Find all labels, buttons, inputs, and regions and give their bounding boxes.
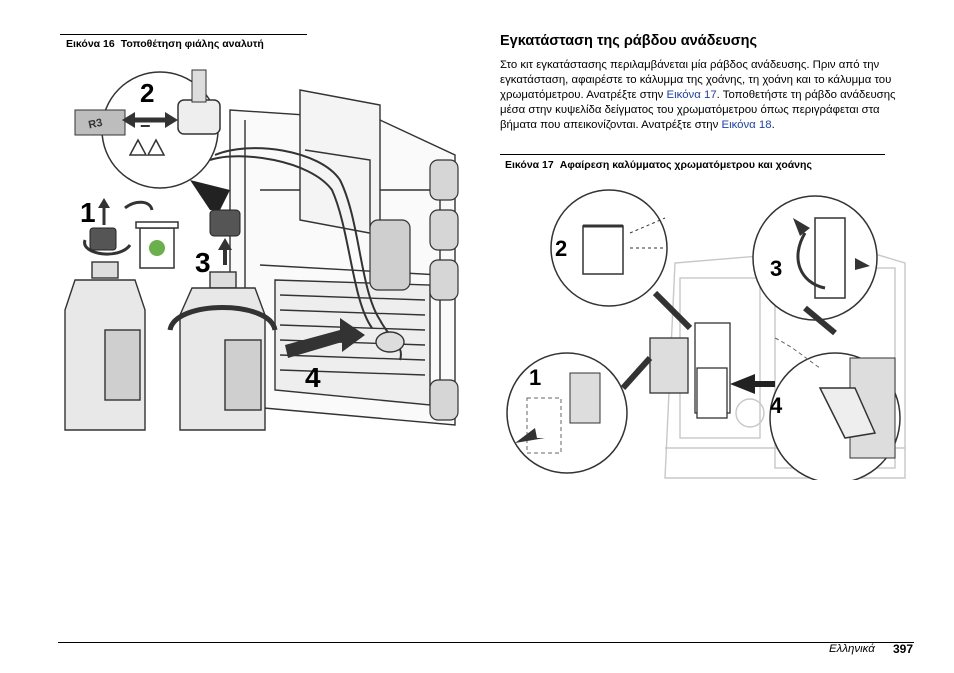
insert-arrow — [285, 318, 365, 358]
figure17-step-2: 2 — [555, 236, 567, 261]
section-title: Εγκατάσταση της ράβδου ανάδευσης — [500, 33, 758, 49]
figure16-caption-rule — [60, 34, 307, 35]
colorimeter-parts — [649, 322, 731, 419]
figure16-step-4: 4 — [305, 362, 321, 393]
reagent-bottle-left — [64, 261, 146, 431]
paragraph-text-3: . — [771, 119, 775, 132]
figure16-title: Τοποθέτηση φιάλης αναλυτή — [120, 38, 264, 50]
figure16-step-3: 3 — [195, 247, 211, 278]
figure17-title: Αφαίρεση καλύμματος χρωματόμετρου και χο… — [559, 159, 812, 171]
figure18-link[interactable]: Εικόνα 18 — [721, 119, 772, 132]
footer-language: Ελληνικά — [829, 643, 875, 655]
bottle-cap — [209, 209, 241, 237]
bottle-cap-on-floor — [375, 331, 405, 353]
figure16-step-2: 2 — [140, 78, 154, 108]
reagent-bottle-right — [179, 271, 266, 431]
paragraph-text-1: Στο κιτ εγκατάστασης περιλαμβάνεται μία … — [500, 59, 892, 102]
figure16-number: Εικόνα 16 — [66, 38, 115, 50]
figure17-link[interactable]: Εικόνα 17 — [666, 89, 717, 102]
figure17-illustration: 1 2 3 4 — [506, 189, 906, 480]
zoom-step-1 — [506, 352, 628, 474]
figure17-caption-rule — [500, 154, 885, 155]
figure16-step-1: 1 — [80, 197, 96, 228]
paragraph-text-2: . Τοποθετήστε τη ράβδο ανάδευσης μέσα στ… — [500, 89, 896, 132]
svg-text:=: = — [140, 114, 151, 134]
figure17-step-3: 3 — [770, 256, 782, 281]
remove-arrow — [730, 374, 775, 394]
page-number: 397 — [893, 642, 914, 656]
cabinet-clips — [429, 159, 459, 421]
rotate-arrow — [167, 305, 278, 331]
bottle-label-text: R3 — [87, 117, 103, 132]
figure17-caption: Εικόνα 17 Αφαίρεση καλύμματος χρωματόμετρ… — [505, 159, 812, 171]
figure17-number: Εικόνα 17 — [505, 159, 554, 171]
footer-rule — [58, 642, 914, 643]
figure17-step-4: 4 — [770, 393, 783, 418]
figure16-caption: Εικόνα 16 Τοποθέτηση φιάλης αναλυτή — [66, 38, 264, 50]
section-paragraph: Στο κιτ εγκατάστασης περιλαμβάνεται μία … — [500, 58, 915, 133]
figure16-illustration: R3 = 2 1 3 4 — [64, 69, 459, 431]
figure17-step-1: 1 — [529, 365, 541, 390]
reagent-container — [369, 219, 411, 291]
